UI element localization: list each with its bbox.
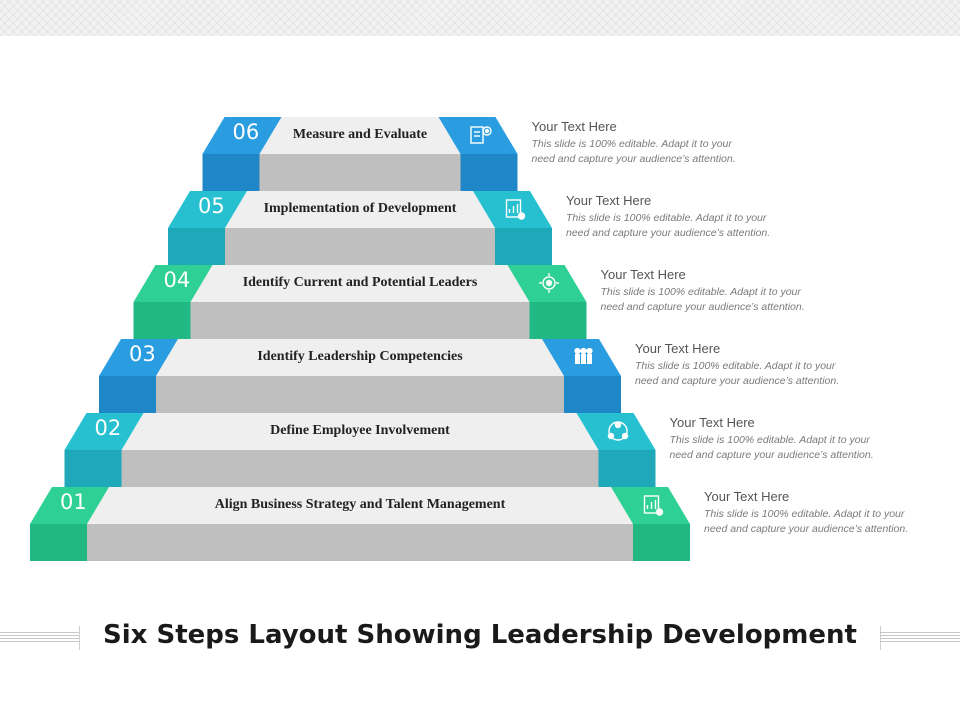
step-tread (156, 339, 564, 376)
step-number: 01 (60, 490, 87, 514)
document-gear-icon (470, 126, 492, 144)
description-body: This slide is 100% editable. Adapt it to… (669, 434, 874, 461)
step-label: Implementation of Development (264, 201, 457, 216)
left-block-front (202, 154, 260, 191)
step-riser (190, 302, 530, 339)
description-body: This slide is 100% editable. Adapt it to… (704, 508, 909, 535)
left-block-top (133, 265, 213, 302)
step-number: 03 (129, 342, 156, 366)
step-riser (121, 450, 599, 487)
left-block-front (99, 376, 156, 413)
description-body: This slide is 100% editable. Adapt it to… (600, 286, 805, 313)
step-tread (259, 117, 461, 154)
target-gear-icon (539, 273, 559, 293)
title-decoration-right (880, 632, 960, 642)
slide-title: Six Steps Layout Showing Leadership Deve… (103, 620, 857, 650)
right-block-front (495, 228, 552, 265)
step-06: 06 Measure and Evaluate (202, 117, 518, 191)
step-label: Measure and Evaluate (293, 127, 427, 142)
right-block-front (564, 376, 621, 413)
step-05: 05 Implementation of Development (168, 191, 552, 265)
description-heading: Your Text Here (600, 267, 686, 282)
step-01: 01 Align Business Strategy and Talent Man… (30, 487, 690, 561)
step-riser (225, 228, 495, 265)
left-block-top (202, 117, 282, 154)
left-block-top (99, 339, 178, 376)
step-label: Identify Leadership Competencies (257, 349, 463, 364)
step-label: Align Business Strategy and Talent Manag… (215, 497, 506, 512)
step-tread (225, 191, 495, 228)
right-block-top (576, 413, 656, 450)
step-04: 04 Identify Current and Potential Leaders (133, 265, 587, 339)
step-number: 06 (233, 120, 260, 144)
step-tread (190, 265, 530, 302)
description-body: This slide is 100% editable. Adapt it to… (531, 138, 736, 165)
description-heading: Your Text Here (566, 193, 652, 208)
leader-group-icon (574, 347, 593, 364)
step-riser (87, 524, 633, 561)
description-heading: Your Text Here (635, 341, 721, 356)
step-number: 02 (95, 416, 122, 440)
right-block-front (529, 302, 587, 339)
description-body: This slide is 100% editable. Adapt it to… (635, 360, 840, 387)
left-block-front (133, 302, 191, 339)
chart-gear-icon (643, 495, 664, 516)
step-riser (259, 154, 461, 191)
step-tread (121, 413, 599, 450)
right-block-front (633, 524, 690, 561)
step-riser (156, 376, 564, 413)
left-block-front (30, 524, 87, 561)
title-decoration-left (0, 632, 80, 642)
description-heading: Your Text Here (669, 415, 755, 430)
team-network-icon (607, 421, 629, 441)
left-block-front (168, 228, 225, 265)
left-block-top (64, 413, 144, 450)
right-block-front (460, 154, 518, 191)
step-label: Define Employee Involvement (270, 423, 450, 438)
step-number: 04 (164, 268, 191, 292)
right-block-top (611, 487, 690, 524)
step-03: 03 Identify Leadership Competencies (99, 339, 621, 413)
description-heading: Your Text Here (531, 119, 617, 134)
description-heading: Your Text Here (704, 489, 790, 504)
right-block-front (598, 450, 656, 487)
description-body: This slide is 100% editable. Adapt it to… (566, 212, 771, 239)
report-chart-icon (505, 199, 526, 220)
step-02: 02 Define Employee Involvement (64, 413, 656, 487)
left-block-front (64, 450, 122, 487)
step-tread (87, 487, 633, 524)
title-decoration-tick-left (79, 626, 80, 650)
step-label: Identify Current and Potential Leaders (243, 275, 478, 290)
right-block-top (473, 191, 552, 228)
top-pattern-band (0, 0, 960, 36)
left-block-top (30, 487, 109, 524)
step-number: 05 (198, 194, 225, 218)
left-block-top (168, 191, 247, 228)
